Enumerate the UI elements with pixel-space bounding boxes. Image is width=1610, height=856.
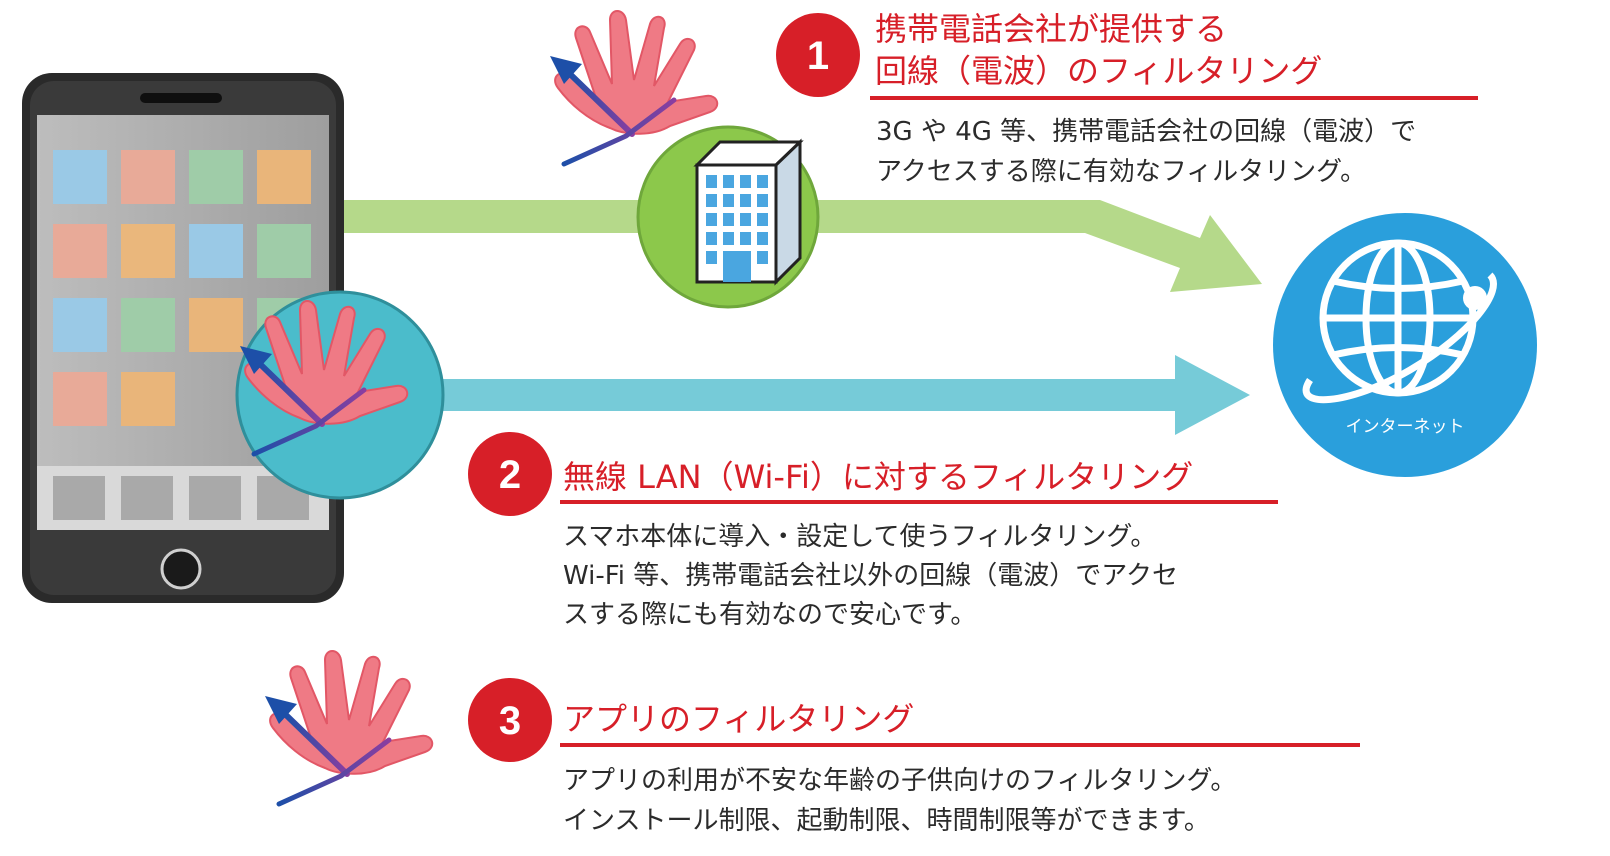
building-window bbox=[706, 232, 717, 245]
app-icon bbox=[121, 224, 175, 278]
internet-node: インターネット bbox=[1273, 213, 1537, 477]
building-window bbox=[757, 213, 768, 226]
item-1-heading-line-1: 携帯電話会社が提供する bbox=[875, 10, 1227, 48]
app-icon bbox=[189, 150, 243, 204]
filtering-item-2: 2 無線 LAN（Wi-Fi）に対するフィルタリング スマホ本体に導入・設定して… bbox=[468, 432, 1278, 630]
building-window bbox=[723, 213, 734, 226]
item-3-underline bbox=[560, 743, 1360, 747]
item-2-description-line-1: スマホ本体に導入・設定して使うフィルタリング。 bbox=[563, 522, 1156, 552]
building-window bbox=[706, 213, 717, 226]
building-windows bbox=[706, 175, 768, 282]
building-window bbox=[706, 175, 717, 188]
building-window bbox=[757, 194, 768, 207]
item-1-description-line-2: アクセスする際に有効なフィルタリング。 bbox=[876, 157, 1366, 187]
app-icon bbox=[257, 224, 311, 278]
internet-label: インターネット bbox=[1346, 417, 1465, 437]
app-icon bbox=[53, 224, 107, 278]
building-window bbox=[706, 194, 717, 207]
item-1-heading-line-2: 回線（電波）のフィルタリング bbox=[875, 52, 1322, 90]
item-2-number: 2 bbox=[499, 453, 521, 497]
building-window bbox=[723, 175, 734, 188]
item-3-description-line-2: インストール制限、起動制限、時間制限等ができます。 bbox=[563, 806, 1210, 836]
app-icon bbox=[121, 298, 175, 352]
app-icon bbox=[257, 150, 311, 204]
item-3-heading: アプリのフィルタリング bbox=[563, 700, 914, 738]
item-3-number: 3 bbox=[499, 699, 521, 743]
item-1-description-line-1: 3G や 4G 等、携帯電話会社の回線（電波）で bbox=[876, 117, 1416, 147]
building-door bbox=[723, 251, 751, 282]
mobile-network-flow-arrow bbox=[340, 200, 1262, 292]
wifi-filter-node bbox=[235, 290, 445, 500]
item-1-number: 1 bbox=[807, 34, 829, 78]
filtering-item-1: 1 携帯電話会社が提供する 回線（電波）のフィルタリング 3G や 4G 等、携… bbox=[776, 10, 1478, 187]
building-window bbox=[723, 194, 734, 207]
building-window bbox=[740, 213, 751, 226]
app-icon bbox=[189, 298, 243, 352]
item-3-description-line-1: アプリの利用が不安な年齢の子供向けのフィルタリング。 bbox=[563, 766, 1236, 796]
item-2-description-line-3: スする際にも有効なので安心です。 bbox=[563, 600, 976, 630]
app-icon-grid bbox=[53, 150, 311, 426]
building-window bbox=[706, 251, 717, 264]
item-2-description-line-2: Wi-Fi 等、携帯電話会社以外の回線（電波）でアクセ bbox=[563, 561, 1178, 591]
item-1-underline bbox=[870, 96, 1478, 100]
building-window bbox=[757, 251, 768, 264]
app-icon bbox=[121, 372, 175, 426]
item-2-underline bbox=[560, 500, 1278, 504]
building-window bbox=[757, 175, 768, 188]
item-2-heading: 無線 LAN（Wi-Fi）に対するフィルタリング bbox=[563, 458, 1193, 496]
filtering-item-3: 3 アプリのフィルタリング アプリの利用が不安な年齢の子供向けのフィルタリング。… bbox=[468, 678, 1360, 836]
app-filter-hand bbox=[265, 651, 432, 804]
app-icon bbox=[53, 150, 107, 204]
building-window bbox=[723, 232, 734, 245]
building-window bbox=[757, 232, 768, 245]
app-icon bbox=[53, 298, 107, 352]
app-icon bbox=[121, 150, 175, 204]
building-window bbox=[740, 194, 751, 207]
office-building-icon bbox=[693, 138, 804, 286]
mobile-carrier-node bbox=[636, 125, 820, 309]
wifi-flow-arrow bbox=[430, 355, 1250, 435]
building-window bbox=[740, 175, 751, 188]
globe-icon bbox=[1302, 239, 1497, 404]
app-icon bbox=[53, 372, 107, 426]
building-window bbox=[740, 232, 751, 245]
app-icon bbox=[189, 224, 243, 278]
